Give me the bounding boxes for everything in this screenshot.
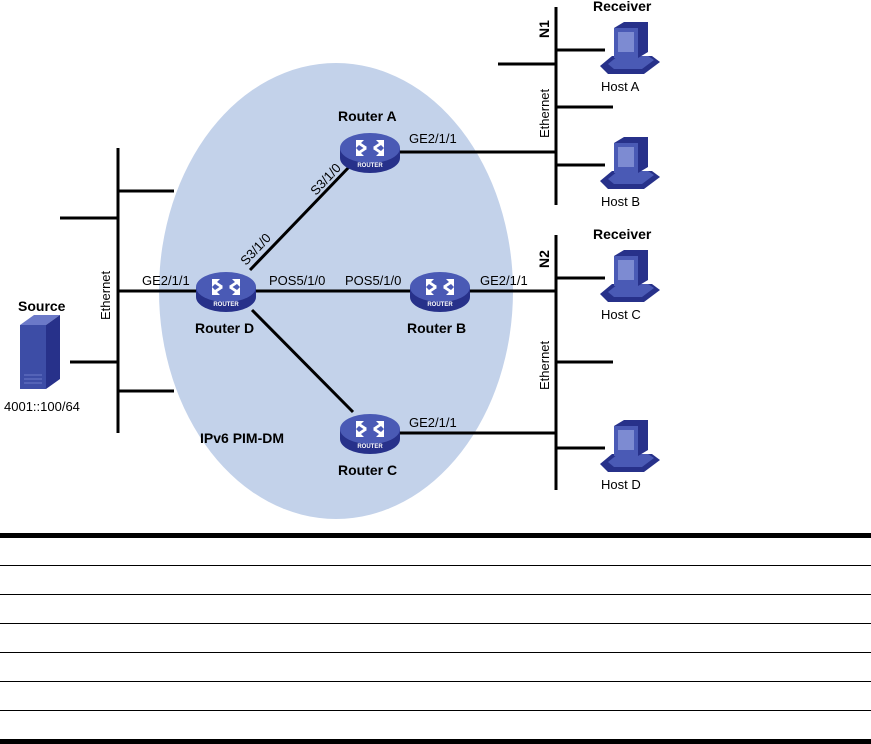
router-a-icon[interactable]: ROUTER <box>340 133 400 173</box>
n2-label: N2 <box>536 250 552 268</box>
link-d-c <box>250 308 355 414</box>
router-a-badge: ROUTER <box>357 163 383 169</box>
router-a-name: Router A <box>338 108 397 124</box>
if-d-source: GE2/1/1 <box>142 273 190 288</box>
source-address: 4001::100/64 <box>4 399 80 414</box>
source-server-icon[interactable] <box>19 314 61 390</box>
host-d-icon[interactable] <box>600 420 660 472</box>
table-row <box>0 595 871 624</box>
table-row <box>0 653 871 682</box>
n1-ethernet-label: Ethernet <box>537 88 552 138</box>
table-row <box>0 711 871 744</box>
link-d-a <box>248 164 352 272</box>
table-row <box>0 533 871 566</box>
router-b-name: Router B <box>407 320 466 336</box>
if-d-b: POS5/1/0 <box>269 273 325 288</box>
router-b-badge: ROUTER <box>427 302 453 308</box>
host-b-name: Host B <box>601 194 640 209</box>
router-c-icon[interactable]: ROUTER <box>340 414 400 454</box>
domain-label: IPv6 PIM-DM <box>200 430 284 446</box>
table-row <box>0 566 871 595</box>
if-c-n2: GE2/1/1 <box>409 415 457 430</box>
table-row <box>0 682 871 711</box>
host-a-name: Host A <box>601 79 640 94</box>
router-c-name: Router C <box>338 462 397 478</box>
source-ethernet-label: Ethernet <box>98 270 113 320</box>
host-d-name: Host D <box>601 477 641 492</box>
host-c-role: Receiver <box>593 226 652 242</box>
table-row <box>0 624 871 653</box>
if-b-d: POS5/1/0 <box>345 273 401 288</box>
if-a-n1: GE2/1/1 <box>409 131 457 146</box>
address-table <box>0 533 871 744</box>
router-d-badge: ROUTER <box>213 302 239 308</box>
source-title: Source <box>18 298 66 314</box>
host-a-icon[interactable] <box>600 22 660 74</box>
n2-ethernet-label: Ethernet <box>537 340 552 390</box>
router-b-icon[interactable]: ROUTER <box>410 272 470 312</box>
router-c-badge: ROUTER <box>357 444 383 450</box>
if-b-n2: GE2/1/1 <box>480 273 528 288</box>
host-a-role: Receiver <box>593 0 652 14</box>
host-c-name: Host C <box>601 307 641 322</box>
host-b-icon[interactable] <box>600 137 660 189</box>
n1-label: N1 <box>536 20 552 38</box>
router-d-icon[interactable]: ROUTER <box>196 272 256 312</box>
router-d-name: Router D <box>195 320 254 336</box>
network-diagram: IPv6 PIM-DM Ethernet N1 Ethernet N2 Ethe… <box>4 0 660 519</box>
host-c-icon[interactable] <box>600 250 660 302</box>
